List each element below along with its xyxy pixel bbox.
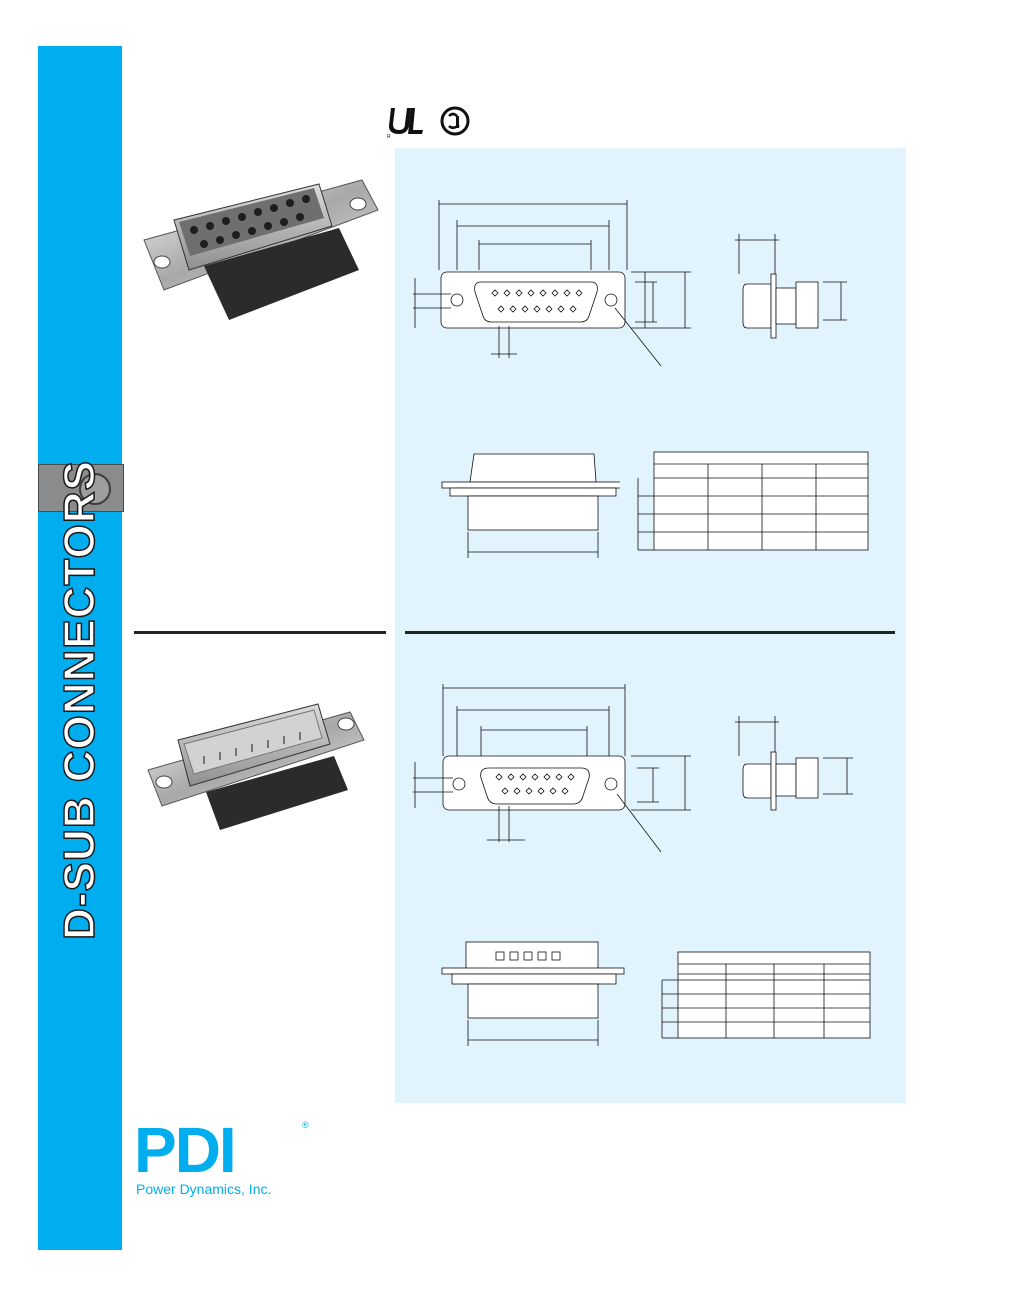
sidebar-tab <box>38 464 124 512</box>
sidebar-tab-dot-icon <box>79 473 111 505</box>
registered-mark: ® <box>302 1120 309 1130</box>
logo-wordmark: PDI <box>134 1114 237 1186</box>
dimension-table-female <box>637 451 869 551</box>
front-view-drawing-female <box>413 200 691 367</box>
certification-marks: R <box>387 106 470 140</box>
ul-recognized-icon: R <box>387 108 423 140</box>
side-view-drawing-female <box>735 234 847 339</box>
sidebar-title: D-SUB CONNECTORS <box>54 459 105 940</box>
bottom-view-drawing-male <box>441 941 625 1046</box>
dimension-table-male <box>661 951 871 1039</box>
female-dsub-connector-photo <box>143 179 379 320</box>
pdi-logo: PDI ® Power Dynamics, Inc. <box>134 1118 334 1200</box>
logo-company-name: Power Dynamics, Inc. <box>136 1181 272 1197</box>
sidebar-band <box>38 46 122 1250</box>
bottom-view-drawing-female <box>441 453 620 558</box>
svg-text:R: R <box>387 134 391 140</box>
male-dsub-connector-photo <box>147 703 365 830</box>
section-divider-left <box>134 631 386 634</box>
csa-certified-icon <box>440 106 470 136</box>
front-view-drawing-male <box>413 684 691 853</box>
section-divider-right <box>405 631 895 634</box>
side-view-drawing-male <box>735 716 853 811</box>
